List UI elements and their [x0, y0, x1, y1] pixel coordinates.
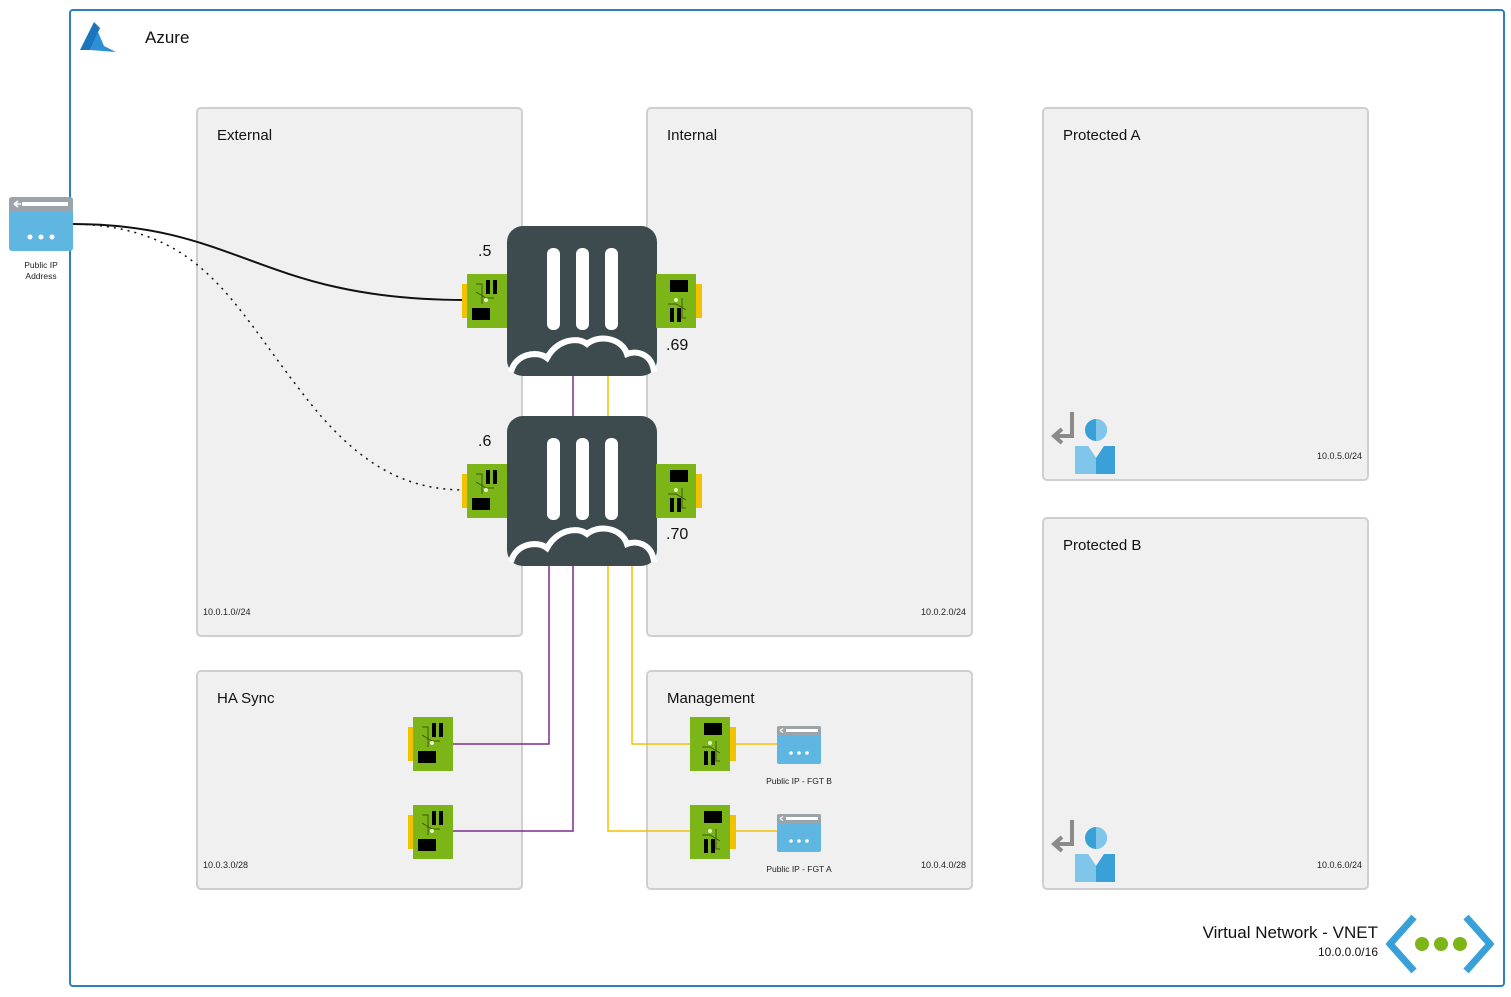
- public-ip-label: Public IP Address: [6, 260, 76, 282]
- nic-icon: [690, 717, 736, 771]
- nic-icon: [408, 805, 453, 859]
- subnet-cidr: 10.0.6.0/24: [1316, 860, 1362, 870]
- nic-icon: [656, 464, 702, 518]
- vnet-title: Virtual Network - VNET: [1202, 923, 1378, 942]
- public-ip-icon: [777, 726, 821, 764]
- nic-icon: [462, 274, 507, 328]
- fgt-a-ext-ip: .5: [478, 243, 492, 260]
- public-ip-icon: [9, 197, 73, 251]
- fgt-b-ext-ip: .6: [478, 433, 492, 450]
- subnet-label: Internal: [667, 127, 718, 144]
- subnet-label: External: [217, 127, 273, 144]
- subnet-cidr: 10.0.1.0//24: [203, 607, 251, 617]
- vnet-cidr: 10.0.0.0/16: [1317, 945, 1378, 959]
- route-user-icon: [1050, 412, 1115, 474]
- mgmt-public-ip-fgt-a-label: Public IP - FGT A: [766, 864, 832, 874]
- subnet-external: External 10.0.1.0//24: [196, 107, 523, 637]
- fgt-b-int-ip: .70: [666, 526, 689, 543]
- nic-icon: [656, 274, 702, 328]
- subnet-internal: Internal 10.0.2.0/24: [646, 107, 973, 637]
- subnet-label: Management: [667, 690, 755, 707]
- subnet-protected-a: Protected A 10.0.5.0/24: [1042, 107, 1369, 481]
- nic-icon: [462, 464, 507, 518]
- public-ip-icon: [777, 814, 821, 852]
- subnet-label: Protected A: [1063, 127, 1141, 144]
- nic-icon: [408, 717, 453, 771]
- fortigate-a-icon: [507, 226, 657, 376]
- public-ip-label-line2: Address: [25, 271, 57, 281]
- subnet-label: HA Sync: [217, 690, 275, 707]
- subnet-ha-sync: HA Sync 10.0.3.0/28: [196, 670, 523, 890]
- mgmt-public-ip-fgt-b-label: Public IP - FGT B: [766, 776, 832, 786]
- fgt-a-int-ip: .69: [666, 337, 689, 354]
- subnet-cidr: 10.0.5.0/24: [1316, 451, 1362, 461]
- vnet-icon: [1386, 914, 1494, 974]
- subnet-cidr: 10.0.4.0/28: [920, 860, 966, 870]
- public-ip-label-line1: Public IP: [24, 260, 58, 270]
- subnet-cidr: 10.0.3.0/28: [203, 860, 249, 870]
- route-user-icon: [1050, 820, 1115, 882]
- azure-logo-icon: [80, 22, 116, 52]
- subnet-label: Protected B: [1063, 537, 1142, 554]
- nic-icon: [690, 805, 736, 859]
- azure-title: Azure: [145, 28, 190, 47]
- azure-frame: [69, 9, 1505, 987]
- fortigate-b-icon: [507, 416, 657, 566]
- subnet-cidr: 10.0.2.0/24: [920, 607, 966, 617]
